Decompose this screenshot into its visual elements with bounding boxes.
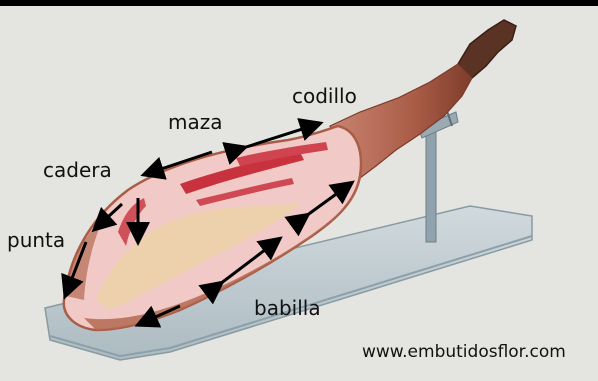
stand-pole [426, 132, 436, 242]
label-codillo: codillo [292, 86, 357, 106]
top-black-bar [0, 0, 598, 6]
watermark-url: www.embutidosflor.com [362, 344, 566, 361]
label-cadera: cadera [43, 160, 112, 180]
label-babilla: babilla [254, 298, 321, 318]
label-punta: punta [7, 230, 65, 250]
label-maza: maza [168, 112, 223, 132]
